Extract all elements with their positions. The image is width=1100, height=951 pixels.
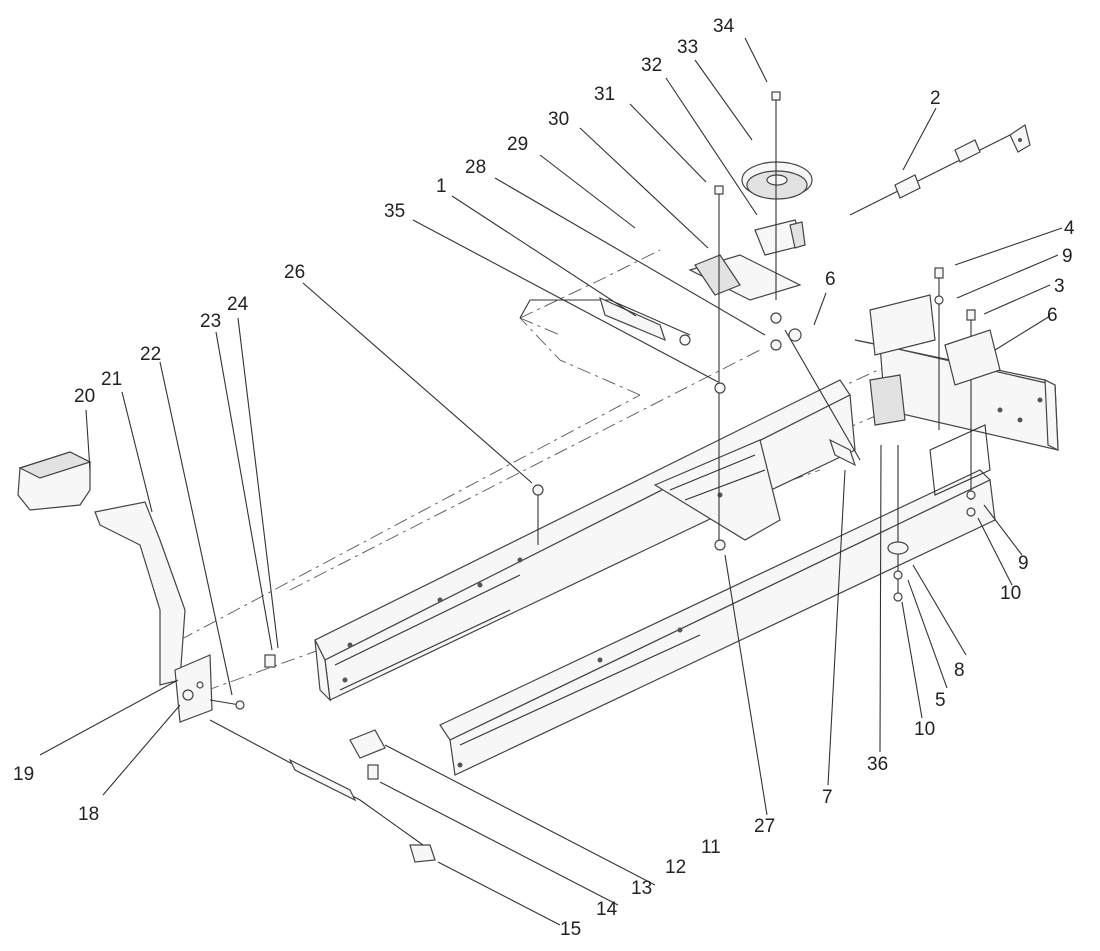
callout-19: 19 xyxy=(13,764,34,785)
washers xyxy=(532,312,782,551)
callout-9: 9 xyxy=(1062,246,1073,267)
callout-5: 5 xyxy=(935,690,946,711)
link-rod-1 xyxy=(519,296,691,346)
callout-13: 13 xyxy=(631,878,652,899)
right-frame-rail xyxy=(439,469,996,776)
callout-27: 27 xyxy=(754,816,775,837)
callout-8: 8 xyxy=(954,660,965,681)
callout-33: 33 xyxy=(677,37,698,58)
callout-2: 2 xyxy=(930,88,941,109)
callout-22: 22 xyxy=(140,344,161,365)
callout-11: 11 xyxy=(701,837,721,858)
bolt-31 xyxy=(714,185,724,540)
callout-14: 14 xyxy=(596,899,618,920)
pulley xyxy=(741,161,813,200)
hardware-stack xyxy=(887,445,976,602)
center-cross-member xyxy=(653,439,781,541)
callout-15: 15 xyxy=(560,919,581,940)
callout-36: 36 xyxy=(867,754,888,775)
callout-10-right: 10 xyxy=(1000,583,1021,604)
callout-32: 32 xyxy=(641,55,662,76)
callout-28: 28 xyxy=(465,157,486,178)
callout-29: 29 xyxy=(507,134,528,155)
right-bracket-parts xyxy=(869,267,1001,500)
callout-12: 12 xyxy=(665,857,686,878)
brake-rod xyxy=(209,719,436,863)
callout-21: 21 xyxy=(101,369,122,390)
idler-bracket xyxy=(688,219,806,301)
callout-6-upper: 6 xyxy=(825,269,836,290)
spring-7 xyxy=(784,328,861,467)
bolt-34 xyxy=(771,91,781,300)
frame-outline xyxy=(179,249,961,701)
brake-pedal xyxy=(17,451,276,723)
leader-lines xyxy=(39,37,1063,926)
callout-4: 4 xyxy=(1064,218,1075,239)
callout-10: 10 xyxy=(914,719,935,740)
callout-26: 26 xyxy=(284,262,305,283)
callout-20: 20 xyxy=(74,386,95,407)
spring-2 xyxy=(849,124,1031,216)
callout-labels: 34 33 32 31 30 2 29 28 1 35 4 9 3 6 6 26… xyxy=(13,16,1075,940)
left-frame-rail xyxy=(314,379,856,702)
callout-30: 30 xyxy=(548,109,569,130)
callout-1: 1 xyxy=(436,176,447,197)
callout-7: 7 xyxy=(822,787,833,808)
callout-31: 31 xyxy=(594,84,615,105)
callout-24: 24 xyxy=(227,294,249,315)
callout-35: 35 xyxy=(384,201,405,222)
callout-23: 23 xyxy=(200,311,221,332)
callout-6: 6 xyxy=(1047,305,1058,326)
callout-3: 3 xyxy=(1054,276,1065,297)
callout-9-lower: 9 xyxy=(1018,553,1029,574)
callout-34: 34 xyxy=(713,16,735,37)
callout-18: 18 xyxy=(78,804,99,825)
